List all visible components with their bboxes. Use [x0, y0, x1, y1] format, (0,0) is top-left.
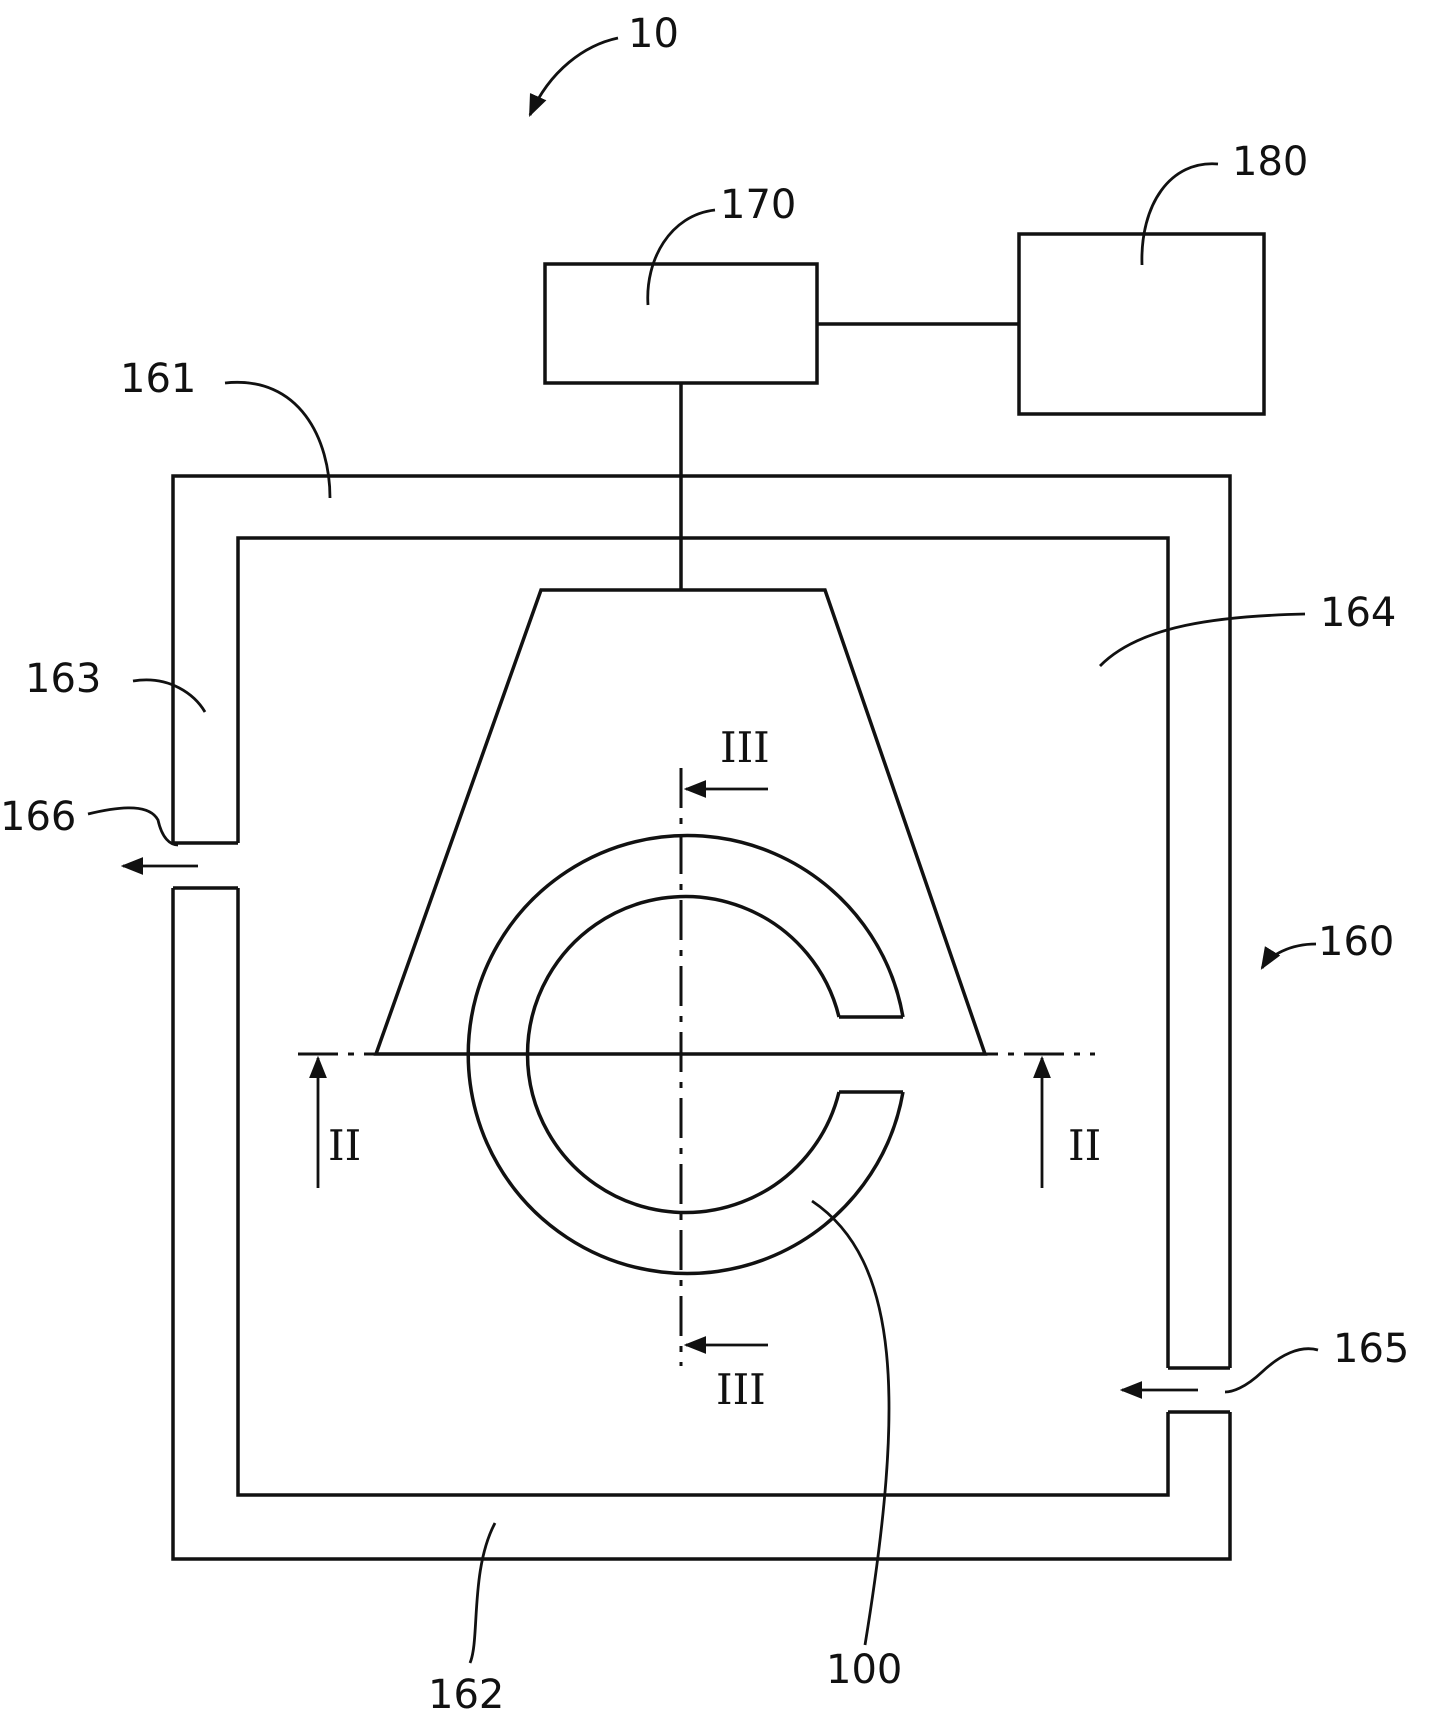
- inlet-port-caps: [1168, 1366, 1230, 1414]
- leader-161: [224, 380, 332, 499]
- label-161: 161: [120, 356, 196, 402]
- label-164: 164: [1320, 590, 1396, 636]
- leader-100: [811, 1199, 891, 1646]
- leader-163: [132, 678, 207, 713]
- label-section-ii-left: II: [328, 1121, 361, 1170]
- leader-164: [1098, 612, 1306, 667]
- outlet-port-caps: [173, 841, 238, 890]
- enclosure-inner-wall: [236, 536, 1170, 1497]
- label-section-iii-top: III: [720, 723, 770, 772]
- enclosure-160: [171, 474, 1232, 1561]
- label-162: 162: [428, 1672, 504, 1718]
- enclosure-outer-wall: [171, 474, 1232, 1561]
- label-165: 165: [1333, 1326, 1409, 1372]
- leader-166: [87, 806, 179, 847]
- leader-160: [1260, 942, 1317, 970]
- label-section-ii-right: II: [1068, 1121, 1101, 1170]
- box-170: [543, 262, 819, 385]
- leader-10: [528, 36, 619, 118]
- label-170: 170: [720, 182, 796, 228]
- label-160: 160: [1318, 919, 1394, 965]
- label-163: 163: [25, 656, 101, 702]
- leader-165: [1224, 1347, 1319, 1394]
- leader-162: [468, 1522, 497, 1664]
- leader-170: [646, 208, 716, 306]
- ring-slot-lines: [839, 1015, 903, 1094]
- label-100: 100: [826, 1647, 902, 1693]
- label-section-iii-bottom: III: [716, 1365, 766, 1414]
- label-10: 10: [628, 11, 679, 57]
- leader-180: [1140, 162, 1219, 266]
- label-180: 180: [1232, 139, 1308, 185]
- label-166: 166: [0, 794, 76, 840]
